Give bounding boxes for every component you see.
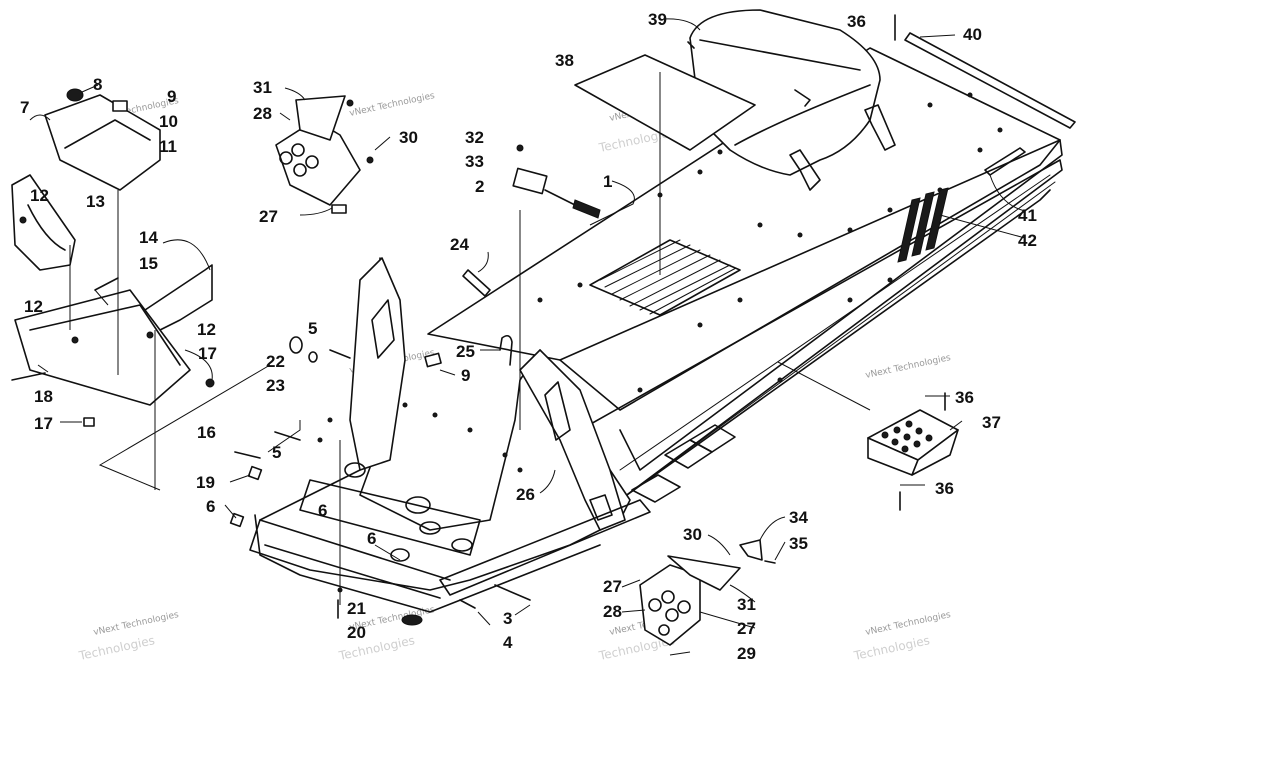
callout-15: 15 (139, 254, 158, 273)
front-bulkhead (249, 257, 651, 613)
callout-28a: 28 (253, 104, 272, 123)
rear-gusset (984, 147, 1026, 176)
callout-36a: 36 (847, 12, 866, 31)
callout-19: 19 (196, 473, 215, 492)
callout-40: 40 (963, 25, 982, 44)
callout-11: 11 (159, 137, 177, 156)
callout-18: 18 (34, 387, 53, 406)
shock-bracket-lower (639, 539, 776, 646)
callout-27c: 27 (737, 619, 756, 638)
seat (687, 9, 896, 191)
running-board-cutouts (631, 424, 736, 503)
callout-41: 41 (1018, 206, 1037, 225)
callout-17b: 17 (34, 414, 53, 433)
callout-27a: 27 (259, 207, 278, 226)
callout-42: 42 (1018, 231, 1037, 250)
callout-21: 21 (347, 599, 366, 618)
watermark-text: Technologies (77, 633, 156, 663)
callout-37: 37 (982, 413, 1001, 432)
callout-39: 39 (648, 10, 667, 29)
watermark-text: vNext Technologies (349, 91, 436, 119)
callout-1: 1 (603, 172, 612, 191)
footrest-plate (867, 409, 959, 476)
callout-4: 4 (503, 633, 513, 652)
callout-23: 23 (266, 376, 285, 395)
watermark-text: Technologies (852, 633, 931, 663)
callout-31b: 31 (737, 595, 756, 614)
callout-36c: 36 (935, 479, 954, 498)
callout-labels: 1 2 3 4 5 5 6 6 6 7 8 9 9 10 11 12 12 12… (20, 10, 1037, 663)
callout-7: 7 (20, 98, 29, 117)
shock-bracket-upper (275, 95, 374, 214)
hardware-items (11, 14, 946, 626)
callout-17a: 17 (198, 344, 217, 363)
harness-connector (512, 144, 601, 219)
callout-25: 25 (456, 342, 475, 361)
callout-30a: 30 (399, 128, 418, 147)
tunnel-fins (589, 239, 741, 316)
callout-6a: 6 (206, 497, 215, 516)
callout-3: 3 (503, 609, 512, 628)
callout-6b: 6 (318, 501, 327, 520)
callout-16: 16 (197, 423, 216, 442)
callout-5b: 5 (272, 443, 281, 462)
bumper-plate-16 (14, 289, 215, 406)
callout-9a: 9 (167, 87, 176, 106)
leader-lines (29, 18, 1026, 656)
callout-13: 13 (86, 192, 105, 211)
side-vent (897, 187, 949, 263)
callout-20: 20 (347, 623, 366, 642)
callout-34: 34 (789, 508, 808, 527)
rear-bumper-rail (904, 32, 1076, 129)
callout-24: 24 (450, 235, 469, 254)
callout-33: 33 (465, 152, 484, 171)
callout-12a: 12 (30, 186, 49, 205)
watermark-text: vNext Technologies (93, 610, 180, 638)
callout-30b: 30 (683, 525, 702, 544)
callout-22: 22 (266, 352, 285, 371)
callout-5a: 5 (308, 319, 317, 338)
callout-31a: 31 (253, 78, 272, 97)
watermark-text: vNext Technologies (865, 353, 952, 381)
chassis-tunnel (427, 47, 1063, 503)
callout-6c: 6 (367, 529, 376, 548)
callout-10: 10 (159, 112, 178, 131)
callout-28b: 28 (603, 602, 622, 621)
callout-14: 14 (139, 228, 158, 247)
callout-12b: 12 (24, 297, 43, 316)
callout-12c: 12 (197, 320, 216, 339)
seat-pad (574, 54, 756, 151)
front-bracket-7 (44, 88, 161, 191)
callout-32: 32 (465, 128, 484, 147)
callout-38: 38 (555, 51, 574, 70)
callout-9b: 9 (461, 366, 470, 385)
callout-35: 35 (789, 534, 808, 553)
callout-27b: 27 (603, 577, 622, 596)
callout-29: 29 (737, 644, 756, 663)
callout-2: 2 (475, 177, 484, 196)
watermark-text: vNext Technologies (865, 610, 952, 638)
callout-26: 26 (516, 485, 535, 504)
callout-8: 8 (93, 75, 102, 94)
callout-36b: 36 (955, 388, 974, 407)
